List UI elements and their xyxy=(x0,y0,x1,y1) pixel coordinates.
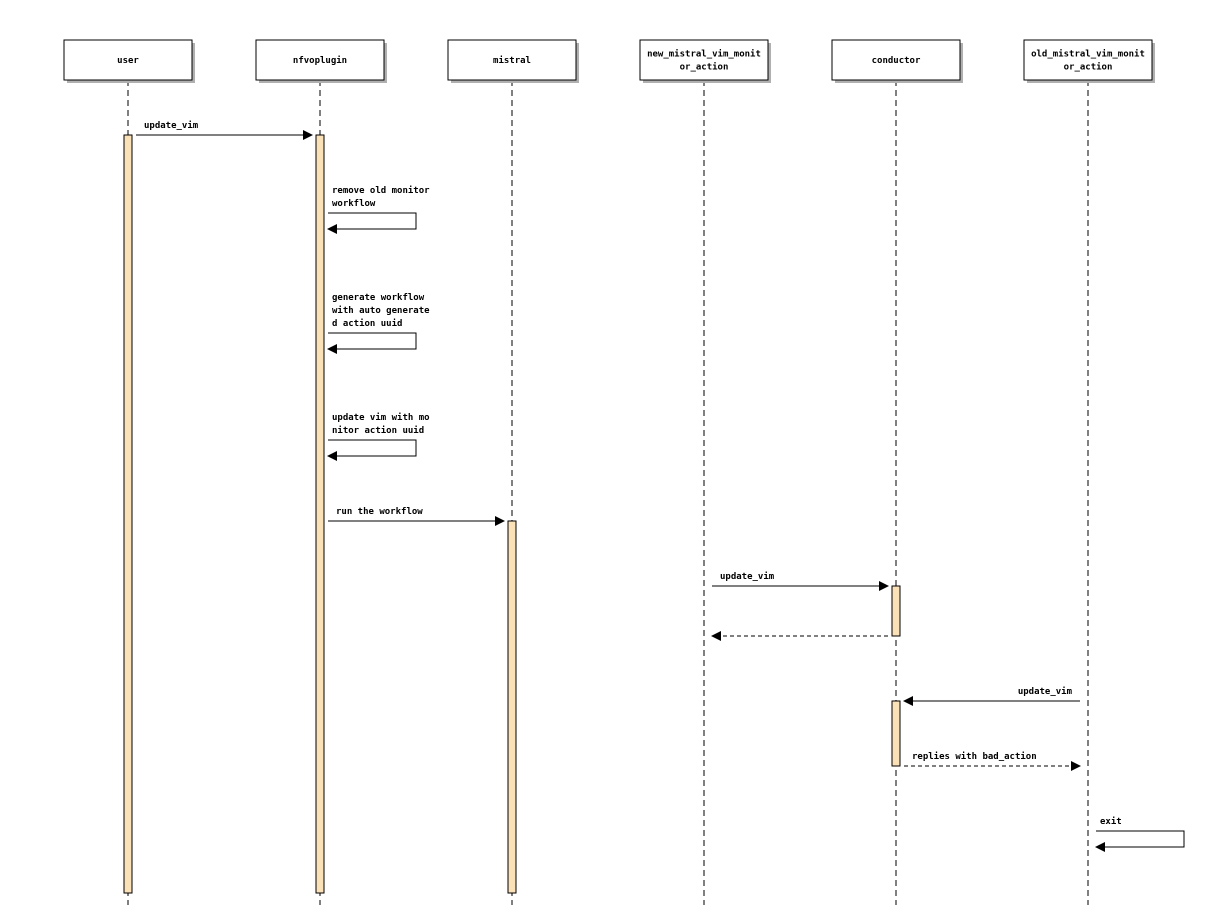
message-m9: replies with bad_action xyxy=(904,751,1081,771)
message-m8: update_vim xyxy=(903,686,1080,706)
message-label: run the workflow xyxy=(336,507,423,517)
message-m6: update_vim xyxy=(712,571,889,591)
message-label: update_vim xyxy=(1018,686,1073,697)
message-m2: remove old monitor workflow xyxy=(327,185,430,234)
participant-label: new_mistral_vim_monit xyxy=(647,49,761,60)
participant-label: or_action xyxy=(1064,62,1113,73)
message-m10: exit xyxy=(1095,816,1185,852)
message-label: generate workflow xyxy=(332,293,425,303)
message-m1: update_vim xyxy=(136,120,313,140)
self-message-arrow xyxy=(327,332,417,354)
participant-label: nfvoplugin xyxy=(293,55,347,66)
participant-box xyxy=(255,39,385,81)
message-label: update vim with mo xyxy=(332,412,430,423)
participant-conductor: conductor xyxy=(831,39,963,83)
message-label: update_vim xyxy=(720,571,775,582)
message-m4: update vim with mo nitor action uuid xyxy=(327,412,430,461)
message-label: with auto generate xyxy=(332,305,430,316)
participant-box xyxy=(831,39,961,81)
activation-bar-conductor xyxy=(891,700,901,767)
participant-label: old_mistral_vim_monit xyxy=(1031,49,1145,60)
message-label: remove old monitor xyxy=(332,185,430,196)
message-label: replies with bad_action xyxy=(912,751,1037,762)
participant-label: user xyxy=(117,56,139,66)
participant-label: or_action xyxy=(680,62,729,73)
participant-box xyxy=(639,39,769,81)
participant-nfvoplugin: nfvoplugin xyxy=(255,39,387,83)
message-label: nitor action uuid xyxy=(332,425,424,436)
participant-label: mistral xyxy=(493,55,531,66)
self-message-arrow xyxy=(1095,830,1185,852)
activation-bar-conductor xyxy=(891,585,901,637)
participant-user: user xyxy=(63,39,195,83)
participant-old_mistral_vim_monitor_action: old_mistral_vim_monit or_action xyxy=(1023,39,1155,83)
activation-bar-mistral xyxy=(507,520,517,894)
participant-label: conductor xyxy=(872,56,921,66)
self-message-arrow xyxy=(327,439,417,461)
participant-box xyxy=(447,39,577,81)
activation-bar-user xyxy=(123,134,133,894)
self-message-arrow xyxy=(327,212,417,234)
message-m5: run the workflow xyxy=(328,507,505,526)
message-label: update_vim xyxy=(144,120,199,131)
message-label: workflow xyxy=(332,199,376,209)
participant-new_mistral_vim_monitor_action: new_mistral_vim_monit or_action xyxy=(639,39,771,83)
message-label: exit xyxy=(1100,816,1122,827)
activation-bar-nfvoplugin xyxy=(315,134,325,894)
message-label: d action uuid xyxy=(332,318,402,329)
participant-mistral: mistral xyxy=(447,39,579,83)
participant-box xyxy=(63,39,193,81)
participant-box xyxy=(1023,39,1153,81)
message-m3: generate workflow with auto generate d act… xyxy=(327,293,430,354)
